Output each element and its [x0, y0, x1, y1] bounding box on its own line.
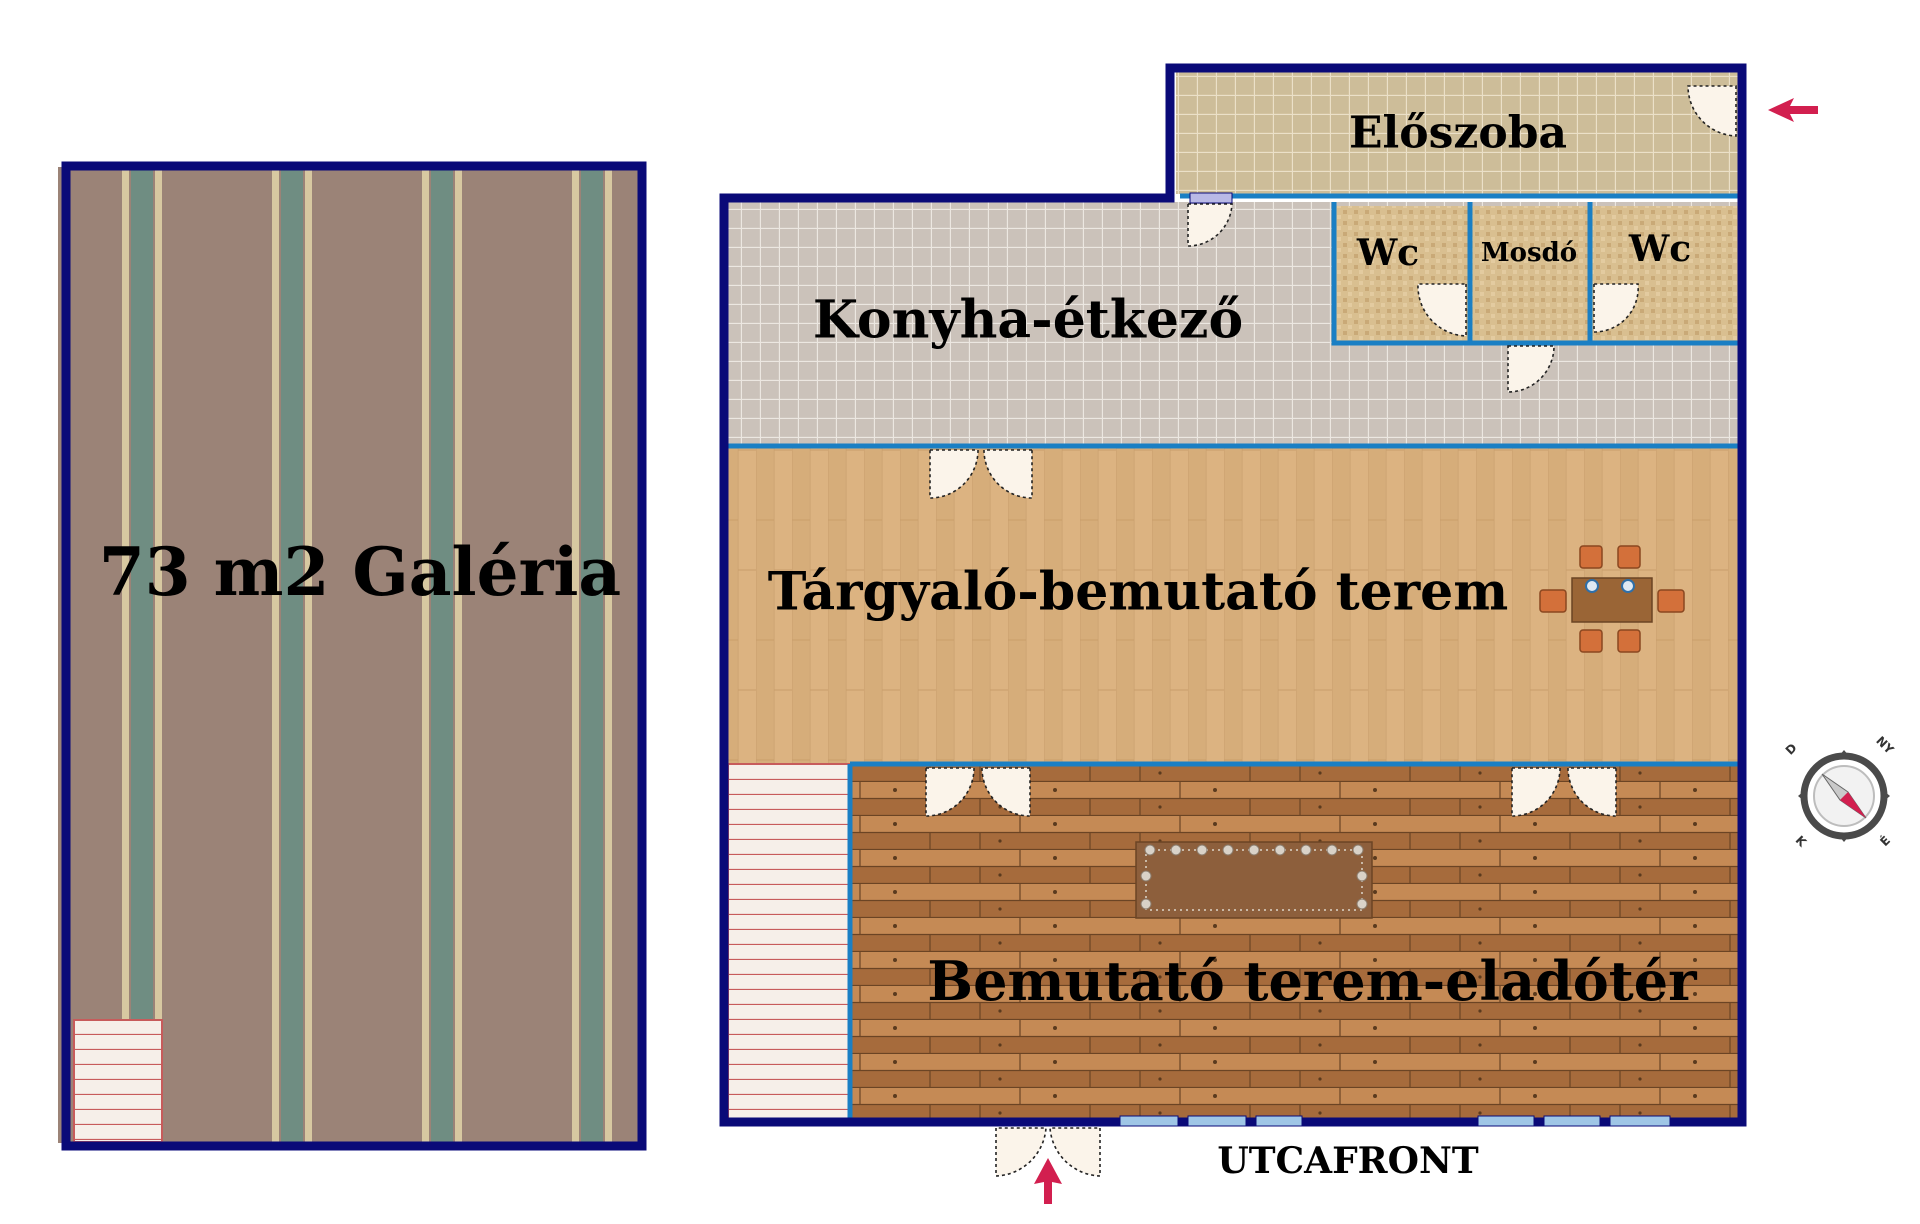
washroom-label: Mosdó [1481, 238, 1577, 268]
showroom-floor [852, 766, 1740, 1120]
street-front-label: UTCAFRONT [1217, 1140, 1479, 1182]
meeting-room-floor [726, 448, 1740, 764]
street-entrance-arrow-icon [1034, 1158, 1062, 1204]
showroom-door-1 [925, 767, 975, 817]
wc1-label: Wc [1356, 232, 1419, 274]
kitchen-label: Konyha-étkező [813, 290, 1243, 351]
street-door-left [995, 1127, 1047, 1177]
hallway-label: Előszoba [1349, 108, 1567, 159]
wc2-door [1593, 283, 1639, 333]
entrance-door [1687, 85, 1737, 137]
wc1-door [1417, 283, 1467, 337]
ground-floor [726, 70, 1740, 1121]
meeting-door-right [983, 449, 1033, 499]
hallway-floor [1176, 70, 1740, 194]
inner-walls [724, 193, 1740, 1120]
compass-south: D [1783, 741, 1800, 758]
ground-stairs [727, 763, 851, 1121]
showroom-table [1135, 841, 1373, 919]
meeting-door-left [929, 449, 979, 499]
washroom-door [1507, 345, 1555, 393]
compass-west: É [1877, 833, 1893, 849]
kitchen-door [1187, 203, 1233, 247]
showroom-label: Bemutató terem-eladótér [927, 949, 1697, 1013]
street-door-right [1049, 1127, 1101, 1177]
compass-north: NY [1873, 734, 1896, 757]
gallery-label: 73 m2 Galéria [99, 533, 621, 611]
compass-east: K [1793, 833, 1810, 850]
compass-icon: NY D K É [1783, 734, 1897, 850]
seat-icon [1140, 844, 1368, 910]
showroom-door-3 [1511, 767, 1561, 817]
outer-wall [719, 63, 1747, 1127]
gallery-room: 73 m2 Galéria [58, 161, 647, 1151]
meeting-table [1539, 545, 1685, 653]
wc-floor [1334, 206, 1740, 342]
street-windows [1119, 192, 1671, 1127]
wc2-label: Wc [1628, 228, 1691, 270]
meeting-room-label: Tárgyaló-bemutató terem [768, 562, 1509, 623]
entrance-arrow-icon [1768, 98, 1818, 122]
showroom-door-2 [981, 767, 1031, 817]
showroom-door-4 [1567, 767, 1617, 817]
gallery-wall [61, 161, 647, 1151]
doors [925, 85, 1737, 1177]
chair-icon [1539, 545, 1685, 653]
gallery-stairs [73, 1019, 163, 1143]
